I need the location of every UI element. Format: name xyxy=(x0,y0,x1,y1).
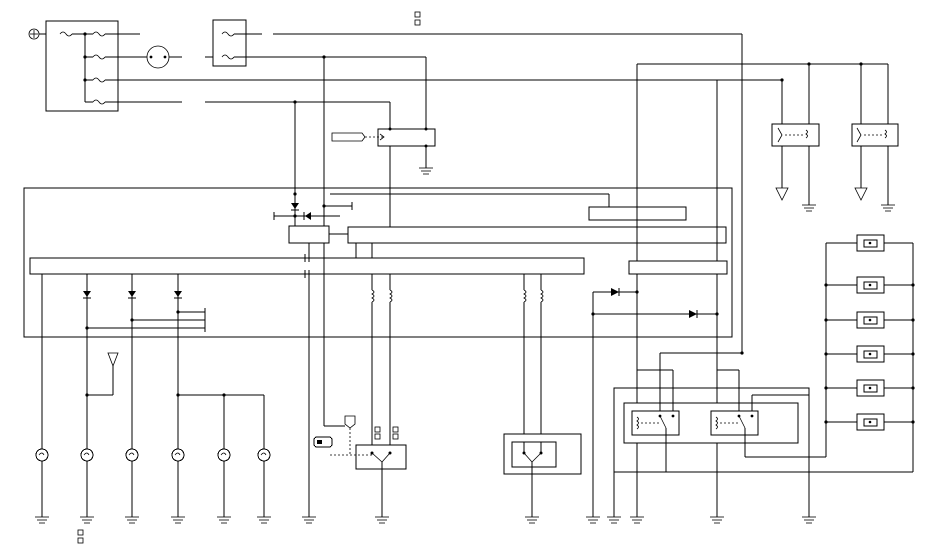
motor-icon xyxy=(856,379,885,397)
motor-icon xyxy=(856,311,885,329)
ground-icon xyxy=(607,516,621,524)
motor-column xyxy=(824,234,915,472)
tag-icon xyxy=(344,415,356,429)
control-module xyxy=(23,187,733,338)
sensor-switch xyxy=(503,433,582,500)
motor-icon xyxy=(856,413,885,431)
sensor-arrow-icon xyxy=(331,132,366,142)
connector-marker-top xyxy=(414,11,421,26)
ground-icon xyxy=(802,204,816,212)
relay-1 xyxy=(631,410,680,436)
lamp-icon xyxy=(257,448,271,462)
fuse-3 xyxy=(92,54,106,60)
lamp-row xyxy=(35,448,271,462)
ground-icon xyxy=(171,516,185,524)
ground-icon xyxy=(80,516,94,524)
ground-icon xyxy=(35,516,49,524)
door-switch-1 xyxy=(771,64,820,205)
lamp-icon xyxy=(217,448,231,462)
diode-row-left xyxy=(41,274,206,500)
antenna-icon xyxy=(85,352,119,500)
lamp-icon xyxy=(80,448,94,462)
ground-icon xyxy=(302,516,316,524)
ground-icon xyxy=(217,516,231,524)
diode-row-right xyxy=(591,288,719,500)
motor-icon xyxy=(856,345,885,363)
lamp-icon xyxy=(35,448,49,462)
door-switch-2 xyxy=(851,62,899,205)
ground-icon xyxy=(881,204,895,212)
fuse-1 xyxy=(59,31,73,37)
fuse-box xyxy=(45,20,119,112)
module-block-2 xyxy=(288,225,330,244)
fuse-5 xyxy=(92,99,106,105)
ground-icon xyxy=(419,167,433,175)
key-switch xyxy=(313,415,407,500)
fuse-row xyxy=(59,31,530,105)
diode-group-top xyxy=(273,192,353,220)
module-block-3 xyxy=(347,226,727,244)
antenna-icon xyxy=(854,187,868,201)
antenna-icon xyxy=(775,187,789,201)
module-block-4 xyxy=(29,257,585,275)
ground-icon xyxy=(630,516,644,524)
sub-fuse-box xyxy=(212,19,247,67)
ground-row xyxy=(35,204,895,524)
motor-icon xyxy=(856,276,885,294)
lamp-icon xyxy=(125,448,139,462)
ground-icon xyxy=(710,516,724,524)
module-block-5 xyxy=(628,260,728,275)
relay-top xyxy=(331,57,436,190)
ground-icon xyxy=(586,516,600,524)
ground-icon xyxy=(375,516,389,524)
ground-icon xyxy=(257,516,271,524)
key-icon xyxy=(313,436,333,448)
fuse-4 xyxy=(92,77,106,83)
ground-icon xyxy=(525,516,539,524)
relay-2 xyxy=(710,410,759,436)
motor-icon xyxy=(856,234,885,252)
ground-icon xyxy=(802,516,816,524)
capacitor-icon xyxy=(304,243,310,278)
indicator-lamp-icon xyxy=(140,45,213,69)
inductor-group-1 xyxy=(371,274,393,445)
lamp-icon xyxy=(171,448,185,462)
sub-fuses xyxy=(221,31,743,353)
inductor-group-2 xyxy=(523,274,544,445)
fuse-2 xyxy=(92,31,106,37)
ground-icon xyxy=(125,516,139,524)
connector-marker-bottom xyxy=(77,529,84,544)
relay-pair xyxy=(613,351,913,500)
